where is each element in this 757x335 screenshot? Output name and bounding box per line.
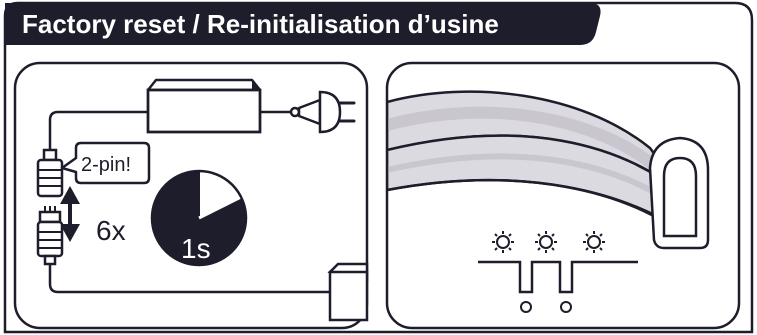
timer-icon: 1s — [150, 169, 248, 267]
repeat-count: 6x — [96, 215, 126, 246]
right-panel-frame — [385, 61, 741, 330]
pin-callout-text: 2-pin! — [81, 154, 131, 176]
power-adapter — [146, 78, 262, 134]
connector-bottom — [36, 206, 64, 266]
left-panel: 2-pin! 6x 1 — [13, 61, 369, 330]
hold-time: 1s — [181, 233, 211, 264]
title-banner: Factory reset / Re-initialisation d’usin… — [5, 3, 601, 45]
mains-plug — [289, 90, 356, 134]
left-panel-frame — [13, 61, 369, 330]
light-on-icon — [583, 231, 605, 253]
light-on-icon — [535, 231, 557, 253]
dc-cable-upper — [48, 110, 148, 150]
pin-callout: 2-pin! — [60, 141, 151, 185]
right-panel — [385, 61, 741, 330]
blink-signal — [478, 231, 638, 313]
led-controller — [327, 262, 369, 322]
connector-top — [36, 148, 64, 198]
light-off-icon — [520, 301, 532, 313]
dc-cable-lower — [48, 264, 330, 294]
light-off-icon — [560, 301, 572, 313]
connect-arrow — [60, 186, 80, 242]
title: Factory reset / Re-initialisation d’usin… — [22, 9, 499, 39]
neon-strip — [387, 90, 710, 250]
light-on-icon — [492, 231, 514, 253]
